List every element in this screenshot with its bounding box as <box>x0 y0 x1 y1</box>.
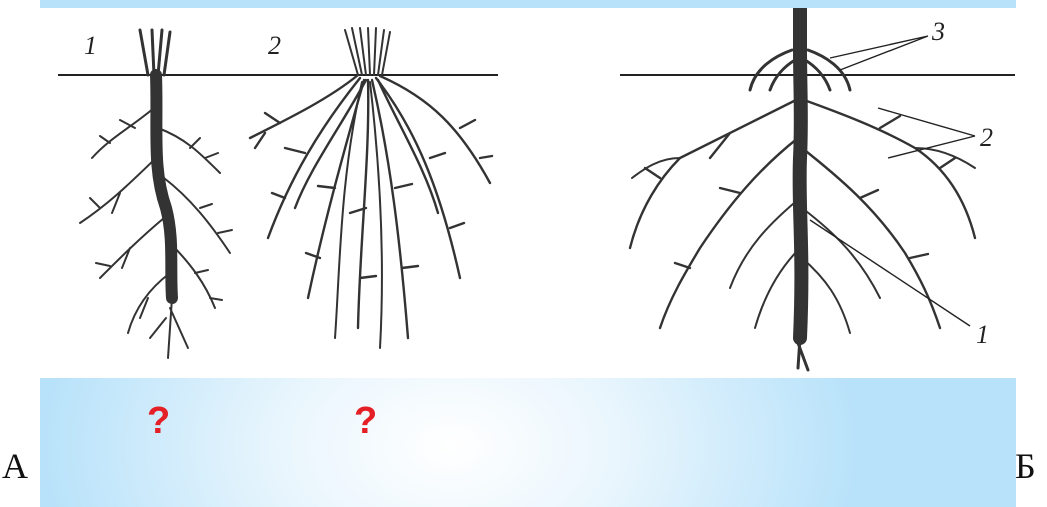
question-mark-fig-2: ? <box>354 402 377 440</box>
question-mark-fig-1: ? <box>147 402 170 440</box>
pointer-lines-3 <box>830 36 928 70</box>
root-systems-figure: 1 2 3 2 1 <box>40 8 1016 378</box>
pointer-lines-2 <box>878 108 975 158</box>
label-a-2: 2 <box>268 31 281 60</box>
label-a-1: 1 <box>84 31 97 60</box>
label-b-1: 1 <box>976 320 989 349</box>
root-systems-drawing: 1 2 3 2 1 <box>40 8 1016 378</box>
label-b-2: 2 <box>980 123 993 152</box>
corner-letter-a: А <box>2 448 28 484</box>
pointer-line-1 <box>810 220 970 326</box>
taproot-system-b <box>630 8 975 370</box>
corner-letter-b: Б <box>1015 448 1036 484</box>
label-b-3: 3 <box>931 17 945 46</box>
taproot-system-a1 <box>80 30 232 358</box>
